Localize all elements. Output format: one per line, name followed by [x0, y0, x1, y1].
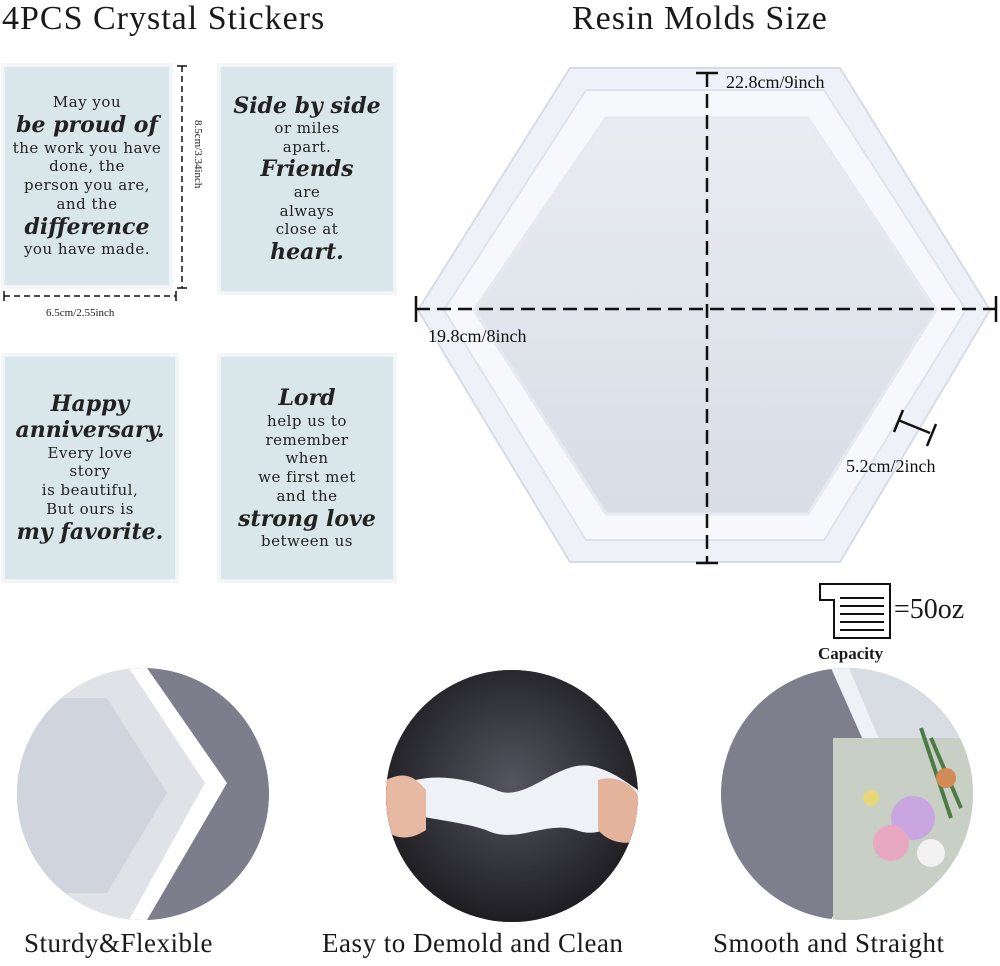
sticker-line: But ours is	[46, 499, 134, 518]
sticker-line: between us	[261, 531, 353, 550]
sticker-line: my favorite.	[16, 518, 164, 545]
mold-width-label: 19.8cm/8inch	[428, 326, 527, 346]
sticker-line: and the	[56, 194, 118, 213]
caption-easy-demold: Easy to Demold and Clean	[322, 928, 624, 958]
smooth-straight-photo	[721, 668, 973, 920]
sturdy-flexible-photo	[17, 668, 269, 920]
caption-sturdy-flexible: Sturdy&Flexible	[24, 928, 213, 958]
caption-smooth-straight: Smooth and Straight	[713, 928, 945, 958]
capacity-value: =50oz	[894, 594, 965, 625]
stickers-heading: 4PCS Crystal Stickers	[2, 0, 326, 37]
sticker-line: story	[69, 462, 111, 481]
capacity-label: Capacity	[818, 644, 884, 663]
hexagon-mold	[416, 67, 992, 563]
sticker-line: done, the	[49, 157, 125, 176]
sticker-line: are	[293, 182, 321, 201]
mold-depth-label: 5.2cm/2inch	[846, 456, 936, 476]
mold-height-label: 22.8cm/9inch	[726, 72, 825, 92]
sticker-line: strong love	[238, 505, 376, 532]
molds-heading: Resin Molds Size	[572, 0, 828, 37]
sticker-line: always	[279, 201, 335, 220]
measuring-cup-icon	[819, 583, 891, 639]
sticker-dimension-lines	[3, 65, 187, 301]
sticker-line: when	[285, 449, 329, 468]
sticker-line: and the	[276, 486, 338, 505]
sticker-line: Lord	[278, 385, 336, 412]
sticker-line: person you are,	[24, 176, 150, 194]
sticker-line: is beautiful,	[41, 481, 139, 500]
sticker-line: Friends	[260, 156, 354, 183]
sticker-width-label: 6.5cm/2.55inch	[46, 307, 115, 319]
sticker-line: be proud of	[16, 112, 158, 139]
sticker-line: apart.	[282, 137, 332, 156]
mold-dimension-lines	[414, 71, 998, 565]
sticker-line: Every love	[47, 443, 133, 462]
sticker-line: May you	[52, 93, 122, 112]
sticker-line: help us to	[267, 411, 347, 430]
sticker-line: anniversary.	[15, 417, 165, 444]
sticker-line: Side by side	[233, 92, 381, 119]
sticker-line: remember	[265, 430, 349, 449]
sticker-line: we first met	[258, 468, 356, 486]
sticker-line: you have made.	[23, 239, 151, 258]
sticker-line: the work you have	[12, 138, 162, 157]
sticker-line: or miles	[274, 118, 340, 137]
easy-demold-photo	[386, 670, 638, 922]
sticker-line: difference	[24, 213, 150, 240]
sticker-line: heart.	[270, 239, 344, 266]
sticker-line: Happy	[50, 390, 130, 417]
sticker-line: close at	[275, 220, 339, 239]
